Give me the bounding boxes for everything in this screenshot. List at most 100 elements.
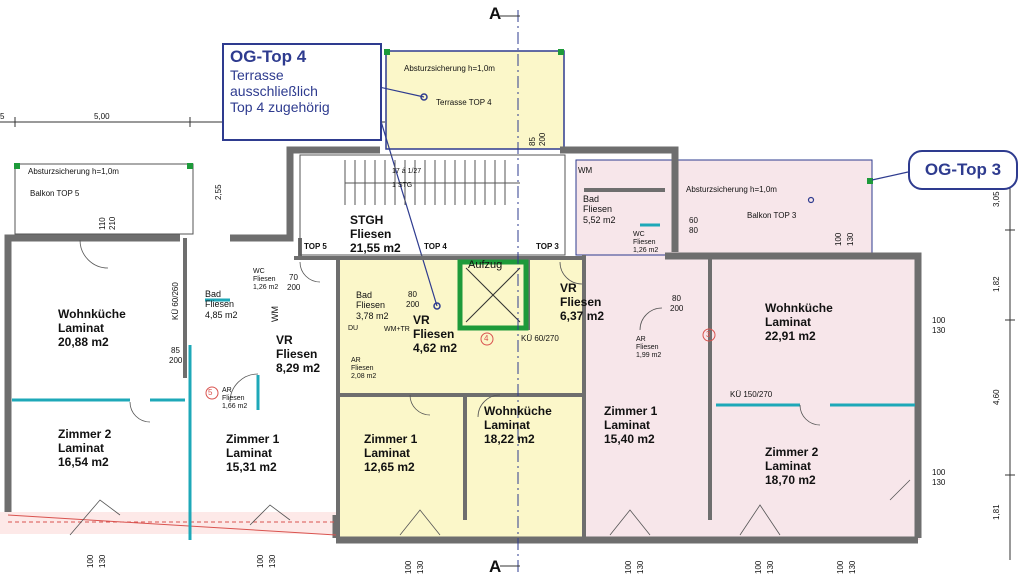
top5-kitchen-floor: Laminat <box>58 320 105 335</box>
callout-og-top4: OG-Top 4 Terrasse ausschließlich Top 4 z… <box>222 43 382 141</box>
top5-kitchen-area: 20,88 m2 <box>58 334 109 349</box>
dim-balcony3-100: 100 <box>834 232 843 246</box>
callout-top4-line3: Top 4 zugehörig <box>230 99 330 115</box>
top5-ar-name: AR <box>222 387 232 394</box>
top4-room1-name: Zimmer 1 <box>364 432 418 446</box>
top4-bath-area: 3,78 m2 <box>356 310 389 321</box>
door-label-top3: TOP 3 <box>536 242 559 251</box>
top3-kitchen-floor: Laminat <box>765 314 812 329</box>
top5-ar-area: 1,66 m2 <box>222 403 248 411</box>
top4-kitchen: Wohnküche Laminat 18,22 m2 <box>484 404 552 446</box>
top5-room2: Zimmer 2 Laminat 16,54 m2 <box>58 427 112 469</box>
top5-ku-label: KÜ 60/260 <box>171 282 180 320</box>
top5-bath-floor: Fliesen <box>205 299 235 310</box>
dim-right-window-100-b: 100 <box>932 468 946 477</box>
dim-top-width: 5,00 <box>94 112 110 121</box>
dim-85: 85 <box>171 346 180 355</box>
top4-kitchen-area: 18,22 m2 <box>484 431 535 446</box>
dim-200-a: 200 <box>169 356 183 365</box>
top5-vr-area: 8,29 m2 <box>276 360 321 375</box>
top5-vr-floor: Fliesen <box>276 346 318 361</box>
top5-room1-area: 15,31 m2 <box>226 459 277 474</box>
top4-bath: Bad Fliesen 3,78 m2 <box>356 290 389 321</box>
top4-vr-name: VR <box>413 313 430 327</box>
dim-right-window-130-a: 130 <box>932 326 946 335</box>
dim-bottom-100-a: 100 <box>86 554 95 568</box>
top3-marker: 3 <box>706 330 711 339</box>
dim-bottom-130-b: 130 <box>268 554 277 568</box>
top4-room1-floor: Laminat <box>364 445 411 460</box>
stgh-room: STGH Fliesen 21,55 m2 <box>350 213 401 255</box>
top4-bath-name: Bad <box>356 290 373 300</box>
top3-bath-name: Bad <box>583 194 600 204</box>
dim-80-b: 80 <box>689 226 698 235</box>
dim-bottom-100-c: 100 <box>404 560 413 574</box>
top4-kitchen-name: Wohnküche <box>484 404 552 418</box>
top3-vr-area: 6,37 m2 <box>560 308 605 323</box>
top5-wc: WC Fliesen 1,26 m2 <box>253 268 278 292</box>
top3-ar-area: 1,99 m2 <box>636 352 662 360</box>
dim-terrace-200: 200 <box>538 132 547 146</box>
callout-og-top3: OG-Top 3 <box>908 150 1018 190</box>
top3-room2: Zimmer 2 Laminat 18,70 m2 <box>765 445 819 487</box>
dim-right-window-130-b: 130 <box>932 478 946 487</box>
top4-ku-label: KÜ 60/270 <box>521 334 559 343</box>
top5-bath-name: Bad <box>205 289 222 299</box>
top3-kitchen-area: 22,91 m2 <box>765 328 816 343</box>
dim-bottom-100-d: 100 <box>624 560 633 574</box>
callout-top4-line1: Terrasse <box>230 67 284 83</box>
dim-bottom-130-d: 130 <box>636 560 645 574</box>
top5-wc-name: WC <box>253 268 265 275</box>
dim-right-window-100-a: 100 <box>932 316 946 325</box>
dim-balcony3-130: 130 <box>846 232 855 246</box>
top5-room2-area: 16,54 m2 <box>58 454 109 469</box>
top3-room2-name: Zimmer 2 <box>765 445 819 459</box>
top5-vr-name: VR <box>276 333 293 347</box>
top4-bath-floor: Fliesen <box>356 300 386 311</box>
dim-bottom-100-e: 100 <box>754 560 763 574</box>
top3-wc-area: 1,26 m2 <box>633 247 659 255</box>
dim-terrace-85: 85 <box>528 137 537 146</box>
top3-wc-name: WC <box>633 231 645 238</box>
balcony5-rail-label: Absturzsicherung h=1,0m <box>28 167 119 176</box>
top5-room2-name: Zimmer 2 <box>58 427 112 441</box>
dim-200-b: 200 <box>287 283 301 292</box>
top4-du-label: DU <box>348 325 359 332</box>
dim-right-181: 1,81 <box>992 504 1001 520</box>
top3-kitchen: Wohnküche Laminat 22,91 m2 <box>765 301 833 343</box>
top5-wc-area: 1,26 m2 <box>253 284 279 292</box>
dim-80-a: 80 <box>408 290 417 299</box>
stair-stg: 1 STG <box>392 182 413 189</box>
top3-room1: Zimmer 1 Laminat 15,40 m2 <box>604 404 657 446</box>
top5-wc-floor: Fliesen <box>253 276 276 284</box>
top5-ar-floor: Fliesen <box>222 395 245 403</box>
top4-ar-name: AR <box>351 357 361 364</box>
top3-ar: AR Fliesen 1,99 m2 <box>636 336 661 360</box>
top5-bath-area: 4,85 m2 <box>205 309 238 320</box>
dim-bottom-130-f: 130 <box>848 560 857 574</box>
top3-vr: VR Fliesen 6,37 m2 <box>560 281 605 323</box>
top5-ar: AR Fliesen 1,66 m2 <box>222 387 247 411</box>
top4-marker: 4 <box>484 334 489 343</box>
top5-marker: 5 <box>208 388 213 397</box>
top4-room1: Zimmer 1 Laminat 12,65 m2 <box>364 432 418 474</box>
top5-wm-label: WM <box>270 306 280 322</box>
dim-balcony5-210: 210 <box>108 216 117 230</box>
terrace-rail-label: Absturzsicherung h=1,0m <box>404 64 495 73</box>
top4-ar: AR Fliesen 2,08 m2 <box>351 357 376 381</box>
dim-70: 70 <box>289 273 298 282</box>
top3-ar-floor: Fliesen <box>636 344 659 352</box>
top5-room1: Zimmer 1 Laminat 15,31 m2 <box>226 432 279 474</box>
top3-bath-area: 5,52 m2 <box>583 214 616 225</box>
top4-ar-floor: Fliesen <box>351 365 374 373</box>
top4-ar-area: 2,08 m2 <box>351 373 377 381</box>
top3-ar-name: AR <box>636 336 646 343</box>
top4-kitchen-floor: Laminat <box>484 417 531 432</box>
top3-room2-area: 18,70 m2 <box>765 472 816 487</box>
terrace-top4-fill <box>386 51 564 149</box>
dim-right-305: 3,05 <box>992 191 1001 207</box>
top5-vr: VR Fliesen 8,29 m2 <box>276 333 321 375</box>
callout-top4-line2: ausschließlich <box>230 83 318 99</box>
dim-bottom-130-c: 130 <box>416 560 425 574</box>
